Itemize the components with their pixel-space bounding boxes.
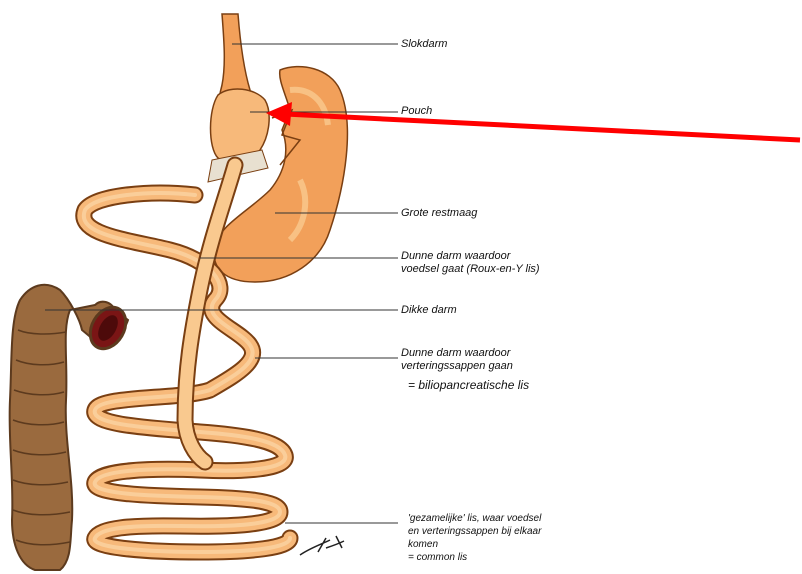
- label-dunne-darm-voedsel-line2: voedsel gaat (Roux-en-Y lis): [401, 263, 540, 276]
- label-pouch: Pouch: [401, 105, 432, 118]
- label-dunne-darm-sappen-line1: Dunne darm waardoor: [401, 347, 510, 360]
- label-dunne-darm-voedsel-line1: Dunne darm waardoor: [401, 250, 510, 263]
- label-biliopancreatische-lis: = biliopancreatische lis: [408, 378, 529, 392]
- label-common-line2: en verteringssappen bij elkaar: [408, 526, 541, 538]
- label-dikke-darm: Dikke darm: [401, 304, 457, 317]
- label-slokdarm: Slokdarm: [401, 38, 447, 51]
- label-dunne-darm-sappen-line2: verteringssappen gaan: [401, 360, 513, 373]
- artist-signature: [300, 536, 344, 555]
- label-grote-restmaag: Grote restmaag: [401, 207, 477, 220]
- label-common-line3: komen: [408, 539, 438, 551]
- label-common-line4: = common lis: [408, 552, 467, 564]
- label-common-line1: 'gezamelijke' lis, waar voedsel: [408, 513, 541, 525]
